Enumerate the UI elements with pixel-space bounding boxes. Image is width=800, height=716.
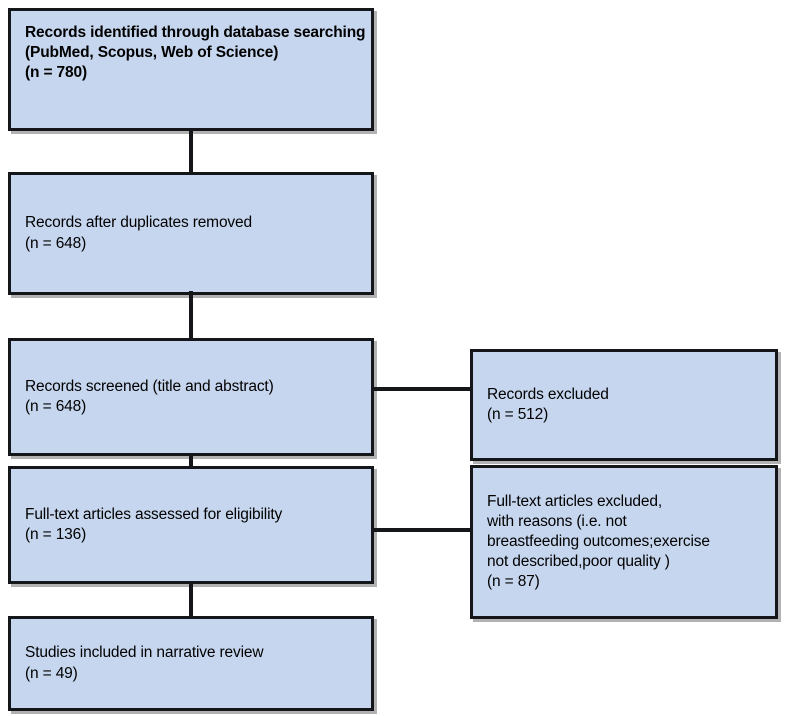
connector-duplicates-to-screened (189, 291, 193, 341)
node-studies-included-text: Studies included in narrative review (n … (25, 644, 264, 682)
connector-screened-to-fulltext (189, 453, 193, 469)
node-records-screened: Records screened (title and abstract) (n… (8, 338, 374, 456)
node-studies-included: Studies included in narrative review (n … (8, 616, 374, 711)
connector-fulltext-to-fulltext-excluded (371, 528, 473, 532)
node-fulltext-articles-assessed-text: Full-text articles assessed for eligibil… (25, 505, 283, 543)
connector-identified-to-duplicates (189, 128, 193, 175)
node-records-after-duplicates-removed: Records after duplicates removed (n = 64… (8, 172, 374, 295)
node-records-identified: Records identified through database sear… (8, 8, 374, 131)
node-fulltext-articles-assessed: Full-text articles assessed for eligibil… (8, 466, 374, 584)
node-records-excluded-text: Records excluded (n = 512) (487, 385, 609, 423)
connector-screened-to-records-excluded (371, 387, 473, 391)
node-records-after-duplicates-removed-text: Records after duplicates removed (n = 64… (25, 214, 252, 252)
node-records-identified-text: Records identified through database sear… (25, 24, 366, 82)
node-fulltext-articles-excluded-text: Full-text articles excluded, with reason… (487, 492, 710, 591)
connector-fulltext-to-included (189, 581, 193, 619)
node-fulltext-articles-excluded: Full-text articles excluded, with reason… (470, 465, 778, 619)
node-records-screened-text: Records screened (title and abstract) (n… (25, 377, 274, 415)
node-records-excluded: Records excluded (n = 512) (470, 349, 778, 461)
